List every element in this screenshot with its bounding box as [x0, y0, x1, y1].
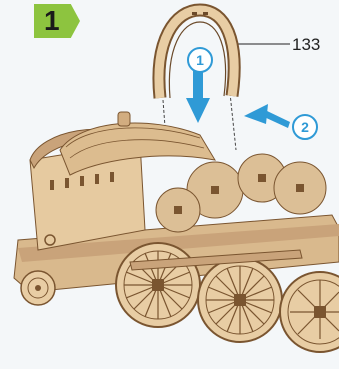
guide-line-right [230, 93, 236, 150]
callout-1: 1 [187, 47, 213, 73]
step-number: 1 [44, 5, 60, 37]
drive-wheel-1 [116, 243, 200, 327]
part-number-label: 133 [292, 35, 320, 55]
front-wheel [21, 271, 55, 305]
step-number-badge: 1 [34, 4, 80, 38]
locomotive-model [14, 112, 339, 352]
callout-2: 2 [292, 114, 318, 140]
drive-wheel-3 [280, 272, 339, 352]
arrow-down-icon [186, 70, 210, 123]
arrow-left-icon [244, 104, 290, 128]
drive-wheel-2 [198, 258, 282, 342]
